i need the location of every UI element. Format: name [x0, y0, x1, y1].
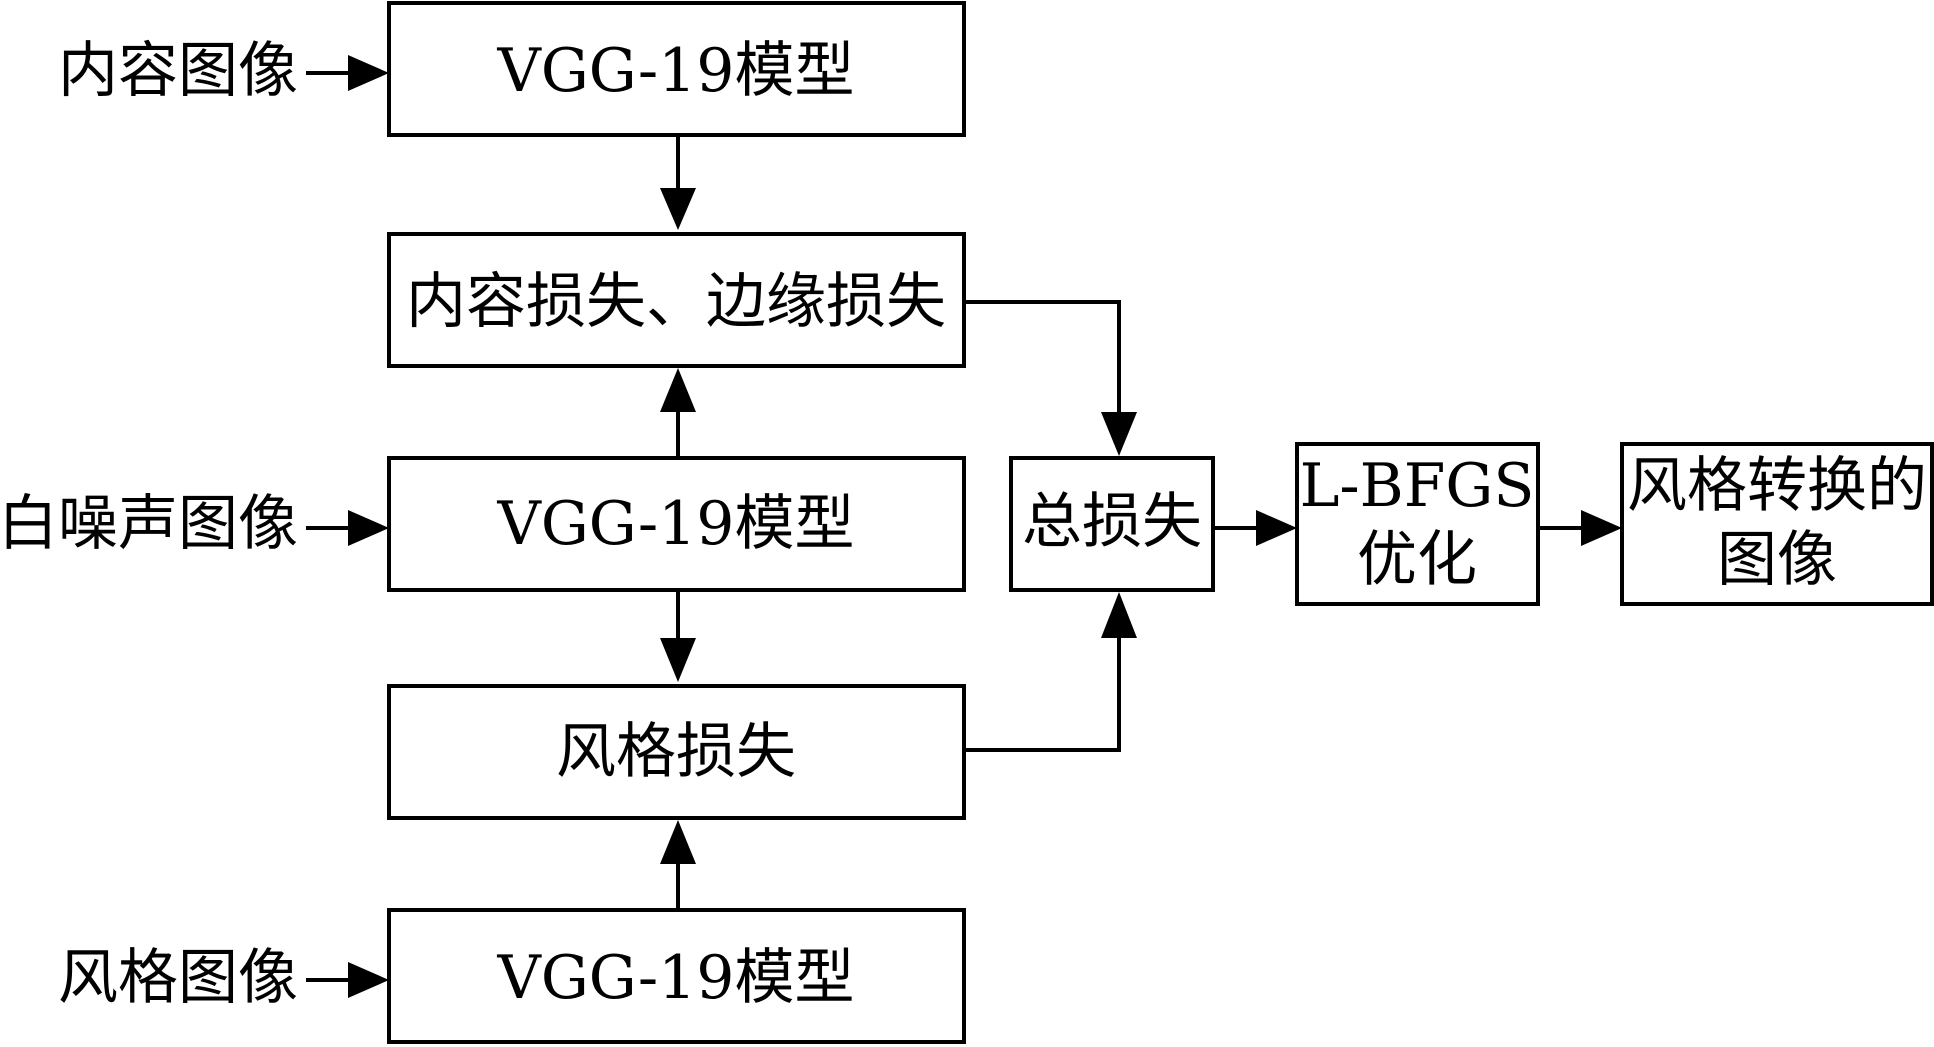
style-loss-label: 风格损失 — [556, 717, 796, 787]
total-loss-to-lbfgs-arrow — [1213, 510, 1297, 546]
content-edge-loss-box — [387, 232, 966, 368]
vgg-style-to-style-loss-arrow — [660, 820, 696, 908]
vgg-content-label: VGG-19模型 — [497, 36, 855, 106]
noise-input-arrow — [306, 510, 389, 546]
vgg-style-label: VGG-19模型 — [497, 943, 855, 1013]
output-image-label-line2: 图像 — [1717, 525, 1837, 595]
vgg-content-to-loss-arrow — [660, 137, 696, 230]
lbfgs-box — [1295, 442, 1540, 606]
output-image-box — [1620, 442, 1934, 606]
lbfgs-label-line1: L-BFGS — [1300, 451, 1535, 521]
vgg-content-box — [387, 1, 966, 137]
noise-image-label: 白噪声图像 — [0, 489, 298, 559]
total-loss-box — [1009, 456, 1215, 592]
vgg-noise-to-content-loss-arrow — [660, 368, 696, 456]
style-loss-to-total-loss-arrow — [964, 592, 1137, 752]
total-loss-label: 总损失 — [1022, 487, 1202, 557]
style-input-arrow — [306, 962, 389, 998]
style-image-label: 风格图像 — [58, 943, 298, 1013]
vgg-noise-to-style-loss-arrow — [660, 592, 696, 682]
lbfgs-label-line2: 优化 — [1357, 525, 1477, 595]
content-loss-to-total-loss-arrow — [964, 300, 1137, 456]
vgg-style-box — [387, 908, 966, 1044]
vgg-noise-box — [387, 456, 966, 592]
output-image-label-line1: 风格转换的 — [1627, 451, 1927, 521]
content-edge-loss-label: 内容损失、边缘损失 — [406, 267, 946, 337]
lbfgs-to-output-arrow — [1538, 510, 1622, 546]
content-image-label: 内容图像 — [58, 36, 298, 106]
vgg-noise-label: VGG-19模型 — [497, 489, 855, 559]
content-input-arrow — [306, 55, 389, 91]
